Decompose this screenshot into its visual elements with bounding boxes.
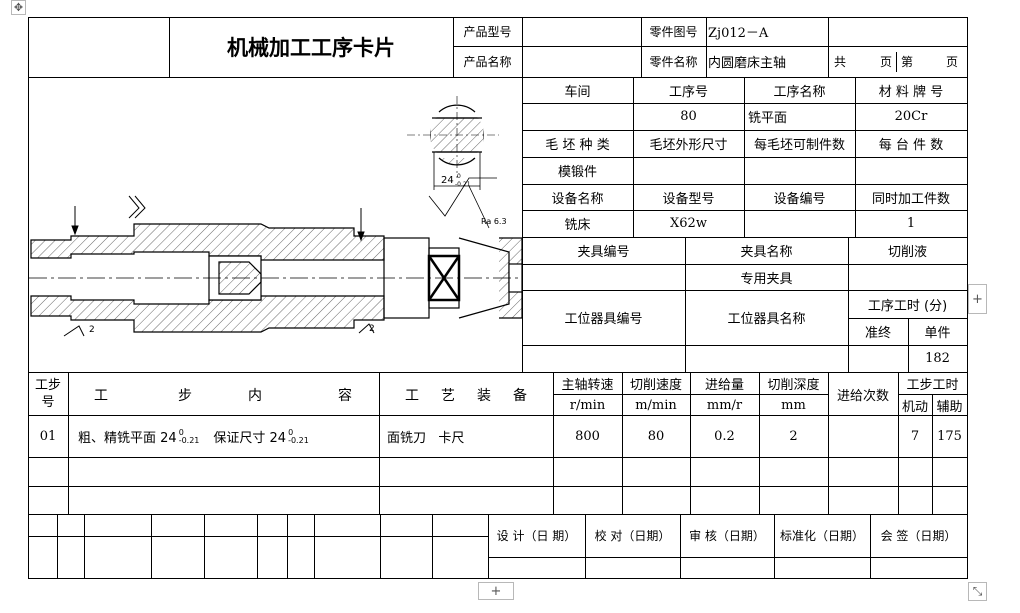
- feed-header: 进给量: [704, 378, 744, 393]
- total-pages-unit: 页: [879, 55, 892, 69]
- equip-no-label: 设备编号: [773, 191, 826, 207]
- cut-speed-unit: m/min: [635, 397, 677, 413]
- op-name-field[interactable]: 铣平面: [748, 111, 788, 126]
- coolant-field[interactable]: [848, 264, 967, 290]
- fixture-no-label: 夹具编号: [577, 245, 630, 260]
- unit-time-label: 单件: [924, 326, 951, 341]
- standard-signoff-label: 标准化（日期）: [779, 529, 864, 543]
- workshop-label: 车间: [564, 84, 591, 100]
- simul-field[interactable]: 1: [906, 216, 916, 231]
- blank-size-field[interactable]: [633, 157, 744, 184]
- aux-time-header: 辅助: [936, 399, 963, 415]
- step-no-cell[interactable]: 01: [39, 429, 57, 444]
- station-tool-name-field[interactable]: [685, 345, 848, 372]
- depth-cell[interactable]: 2: [789, 429, 798, 444]
- unit-time-field[interactable]: 182: [925, 351, 950, 366]
- coolant-label: 切削液: [887, 245, 927, 260]
- per-blank-field[interactable]: [744, 157, 855, 184]
- fixture-name-field[interactable]: 专用夹具: [740, 271, 793, 287]
- spindle-speed-header: 主轴转速: [561, 378, 614, 393]
- check-signoff-label: 校 对（日期）: [594, 529, 671, 543]
- total-pages-label: 共: [833, 55, 846, 69]
- station-tool-no-label: 工位器具编号: [564, 312, 643, 327]
- roughness-mark-2: 2: [369, 324, 375, 334]
- product-model-field[interactable]: [522, 17, 641, 46]
- countersign-signoff-label: 会 签（日期）: [880, 529, 957, 543]
- part-drawing: 2 2 24 0 -0.21 Ra 6.3: [29, 78, 523, 372]
- part-name-label: 零件名称: [649, 55, 698, 69]
- fixture-name-label: 夹具名称: [740, 245, 793, 260]
- product-name-label: 产品名称: [463, 55, 512, 69]
- step-content-cell[interactable]: 粗、精铣平面 24 0-0.21 保证尺寸 24 0-0.21: [78, 427, 309, 446]
- station-tool-name-label: 工位器具名称: [727, 312, 806, 327]
- per-blank-label: 每毛坯可制件数: [753, 138, 845, 153]
- blank-type-field[interactable]: 模锻件: [557, 165, 597, 180]
- per-unit-field[interactable]: [855, 157, 967, 184]
- dim-tol-lower: -0.21: [455, 181, 471, 188]
- prep-time-field[interactable]: [848, 345, 908, 372]
- page-title: 机械加工工序卡片: [227, 35, 395, 60]
- step-content-header: 工 步 内 容: [94, 388, 352, 404]
- passes-header: 进给次数: [836, 388, 889, 404]
- op-no-label: 工序号: [668, 84, 708, 100]
- material-field[interactable]: 20Cr: [894, 109, 928, 124]
- speed-unit: r/min: [569, 397, 606, 413]
- equipment-header: 工 艺 装 备: [405, 388, 527, 404]
- product-name-field[interactable]: [522, 46, 641, 77]
- part-no-field[interactable]: Zj012－A: [708, 26, 769, 41]
- equipment-cell[interactable]: 面铣刀 卡尺: [387, 431, 465, 446]
- add-column-button[interactable]: +: [968, 284, 987, 314]
- workshop-field[interactable]: [522, 103, 633, 130]
- simul-label: 同时加工件数: [871, 191, 950, 207]
- material-label: 材 料 牌 号: [878, 84, 944, 100]
- design-signoff-label: 设 计（日 期）: [496, 529, 577, 543]
- prep-time-label: 准终: [864, 326, 891, 341]
- step-no-header: 工步号: [34, 378, 61, 410]
- dim-24: 24: [441, 175, 454, 186]
- equip-name-label: 设备名称: [551, 191, 604, 207]
- equip-no-field[interactable]: [744, 210, 855, 237]
- part-no-label: 零件图号: [649, 25, 698, 39]
- table-move-handle[interactable]: ✥: [11, 0, 26, 15]
- roughness-mark-1: 2: [89, 325, 95, 335]
- blank-type-label: 毛 坯 种 类: [545, 138, 610, 153]
- op-time-label: 工序工时 (分): [867, 298, 948, 314]
- cutting-speed-header: 切削速度: [629, 378, 682, 393]
- cut-speed-cell[interactable]: 80: [647, 429, 665, 444]
- page-no-label: 第: [900, 55, 913, 69]
- op-no-field[interactable]: 80: [680, 109, 697, 124]
- passes-cell[interactable]: [828, 416, 898, 457]
- fixture-no-field[interactable]: [522, 264, 685, 290]
- depth-unit: mm: [781, 397, 806, 413]
- speed-cell[interactable]: 800: [575, 429, 600, 444]
- station-tool-no-field[interactable]: [522, 345, 685, 372]
- blank-size-label: 毛坯外形尺寸: [649, 138, 728, 153]
- review-signoff-label: 审 核（日期）: [689, 529, 765, 543]
- page-no-unit: 页: [945, 55, 958, 69]
- depth-header: 切削深度: [767, 378, 820, 393]
- aux-time-cell[interactable]: 175: [937, 429, 962, 444]
- product-model-label: 产品型号: [463, 25, 512, 39]
- part-name-field[interactable]: 内圆磨床主轴: [708, 56, 787, 71]
- roughness-ra: Ra 6.3: [481, 217, 507, 226]
- equip-name-field[interactable]: 铣床: [564, 218, 591, 233]
- dim-tol-upper: 0: [457, 173, 461, 180]
- feed-cell[interactable]: 0.2: [714, 429, 735, 444]
- section-view: [407, 96, 499, 229]
- machine-time-header: 机动: [901, 399, 928, 415]
- shaft-section: [30, 223, 385, 333]
- machine-time-cell[interactable]: 7: [910, 429, 920, 444]
- step-time-header: 工步工时: [906, 378, 959, 393]
- feed-unit: mm/r: [706, 397, 743, 413]
- equip-model-label: 设备型号: [662, 191, 715, 207]
- op-name-label: 工序名称: [773, 84, 826, 100]
- table-resize-handle[interactable]: ⤡: [968, 582, 987, 601]
- per-unit-label: 每 台 件 数: [878, 138, 944, 153]
- add-row-button[interactable]: +: [478, 582, 514, 600]
- equip-model-field[interactable]: X62w: [670, 216, 707, 231]
